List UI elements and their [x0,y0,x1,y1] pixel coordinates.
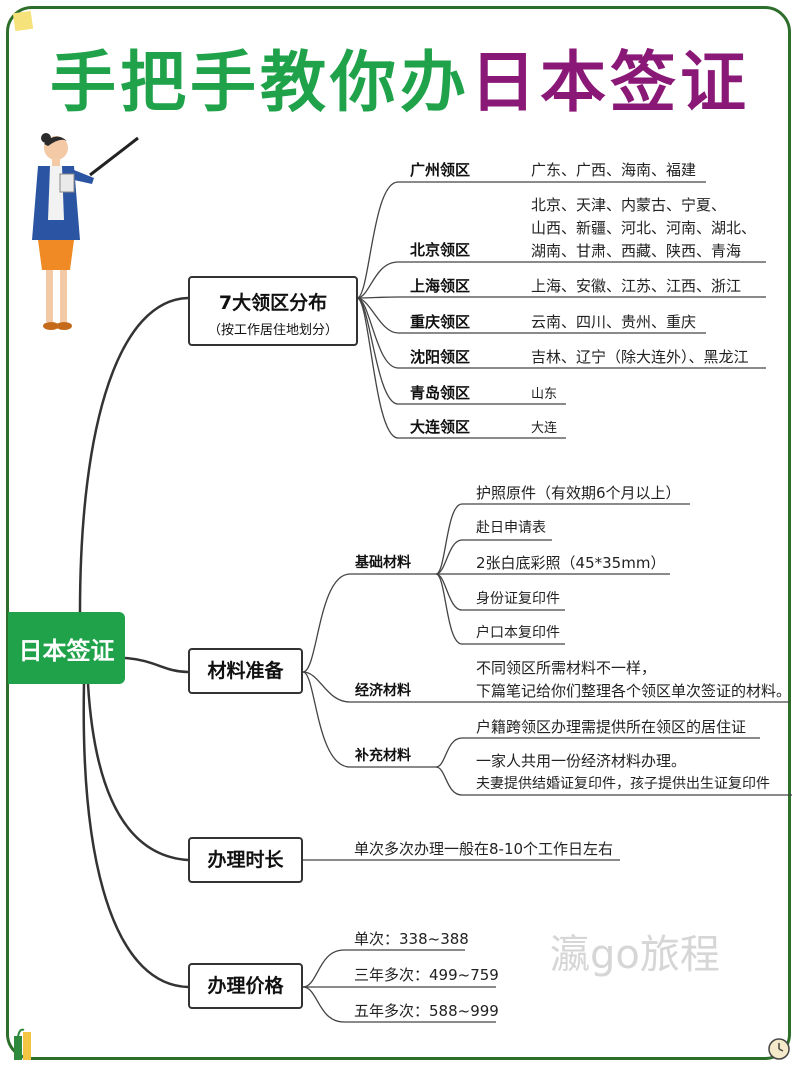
region-name: 青岛领区 [410,384,471,402]
region-desc: 上海、安徽、江苏、江西、浙江 [531,277,742,295]
region-desc: 山西、新疆、河北、河南、湖北、 [531,219,757,237]
title-part-1: 手把手教你办 [50,44,470,121]
region-desc: 北京、天津、内蒙古、宁夏、 [531,196,727,214]
note-icon [12,10,34,32]
price-item: 单次：338~388 [354,930,469,948]
clock-icon [768,1038,790,1060]
basic-item: 2张白底彩照（45*35mm） [476,554,666,572]
watermark: 瀛go旅程 [550,932,720,978]
books-icon [14,1028,31,1060]
economic-materials-label: 经济材料 [355,683,411,699]
root-node: 日本签证 [8,612,125,684]
price-item: 三年多次：499~759 [354,966,499,984]
regions-sublabel: （按工作居住地划分） [207,323,338,338]
region-name: 大连领区 [410,418,471,436]
region-desc: 湖南、甘肃、西藏、陕西、青海 [531,242,742,260]
region-name: 上海领区 [410,277,471,295]
basic-item: 赴日申请表 [476,520,546,536]
basic-item: 护照原件（有效期6个月以上） [476,484,681,502]
teacher-illustration [32,133,139,330]
page-frame [6,6,791,1060]
region-desc: 广东、广西、海南、福建 [531,161,697,179]
economic-item: 不同领区所需材料不一样， [476,659,657,677]
extra-item: 夫妻提供结婚证复印件，孩子提供出生证复印件 [476,776,770,792]
extra-item: 一家人共用一份经济材料办理。 [476,752,687,770]
extra-materials-label: 补充材料 [355,748,411,764]
basic-item: 户口本复印件 [476,625,560,641]
region-name: 沈阳领区 [410,348,471,366]
price-node: 办理价格 [188,963,303,1009]
price-item: 五年多次：588~999 [354,1002,499,1020]
duration-text: 单次多次办理一般在8-10个工作日左右 [354,840,614,858]
page-title: 手把手教你办日本签证 [0,38,800,128]
region-name: 重庆领区 [410,313,471,331]
title-part-2: 日本签证 [470,44,750,121]
region-name: 北京领区 [410,241,471,259]
materials-node: 材料准备 [188,648,303,694]
basic-materials-label: 基础材料 [355,555,411,571]
regions-node: 7大领区分布 （按工作居住地划分） [188,276,358,346]
region-desc: 大连 [531,421,558,436]
region-desc: 云南、四川、贵州、重庆 [531,313,697,331]
region-desc: 山东 [531,387,558,402]
regions-label: 7大领区分布 [218,292,328,314]
basic-item: 身份证复印件 [476,591,560,607]
duration-node: 办理时长 [188,837,303,883]
region-name: 广州领区 [410,161,471,179]
extra-item: 户籍跨领区办理需提供所在领区的居住证 [476,718,747,736]
region-desc: 吉林、辽宁（除大连外）、黑龙江 [531,348,749,366]
economic-item: 下篇笔记给你们整理各个领区单次签证的材料。 [476,682,792,700]
